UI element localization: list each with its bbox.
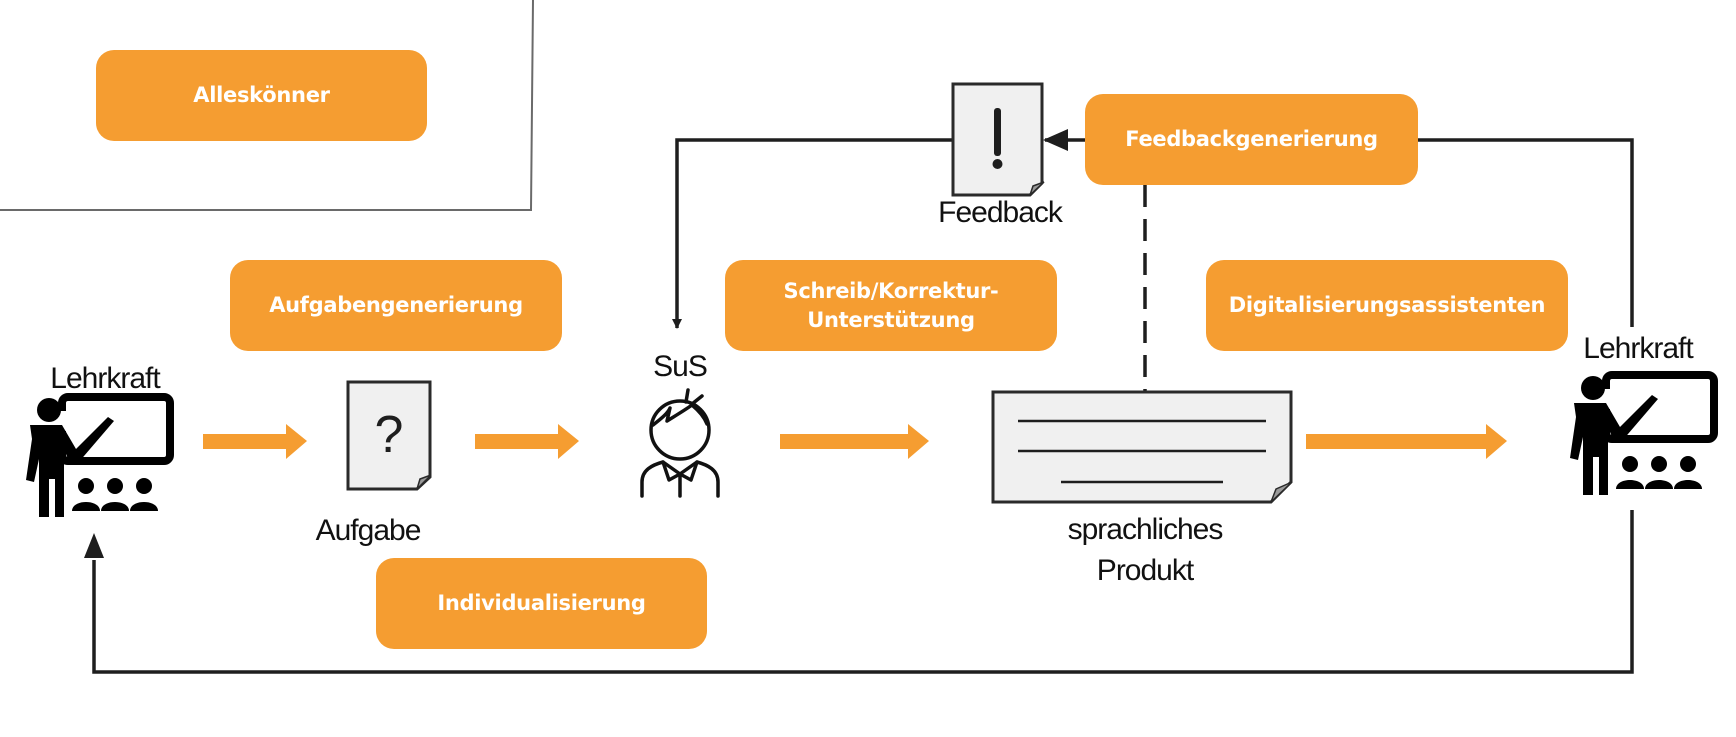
teacher-return-loop-line	[92, 510, 1634, 674]
feedbackgen-arrowhead	[1043, 129, 1068, 151]
teacher-at-board-icon	[1570, 371, 1718, 495]
student-label: SuS	[653, 350, 708, 383]
task-label: Aufgabe	[315, 514, 422, 547]
teacher-start-label: Lehrkraft	[50, 362, 160, 395]
digitization-box: Digitalisierungsassistenten	[1206, 260, 1568, 351]
product-label-line1: sprachliches	[1067, 513, 1224, 546]
feedback-generation-box: Feedbackgenerierung	[1085, 94, 1418, 185]
exclamation-document-icon	[951, 82, 1045, 197]
feedback-label: Feedback	[938, 196, 1063, 229]
return-loop-arrowhead	[84, 533, 104, 558]
writing-support-label-line2: Unterstützung	[807, 307, 975, 332]
teacher-at-board-icon	[26, 393, 174, 517]
teacher-end-label: Lehrkraft	[1583, 332, 1693, 365]
flow-arrow-task-to-student	[475, 424, 579, 459]
feedback-to-student-line	[672, 138, 953, 329]
feedback-generation-label: Feedbackgenerierung	[1125, 127, 1378, 152]
individualization-label: Individualisierung	[437, 591, 646, 616]
text-document-icon	[991, 390, 1293, 504]
svg-text:?: ?	[375, 406, 404, 464]
question-document-icon: ?	[346, 380, 432, 491]
product-label-line2: Produkt	[1096, 554, 1194, 587]
alleskoenner-label: Alleskönner	[193, 83, 330, 108]
writing-support-label-line1: Schreib/Korrektur-	[783, 279, 999, 304]
digitization-label: Digitalisierungsassistenten	[1228, 293, 1546, 318]
writing-support-box: Schreib/Korrektur- Unterstützung	[725, 260, 1057, 351]
alleskoenner-box: Alleskönner	[96, 50, 427, 141]
flow-arrow-product-to-teacher	[1306, 424, 1507, 459]
task-generation-box: Aufgabengenerierung	[230, 260, 562, 351]
task-generation-label: Aufgabengenerierung	[269, 293, 523, 318]
flow-arrow-teacher-to-task	[203, 424, 307, 459]
legend-frame	[0, 0, 534, 211]
teacher-to-feedbackgen-line	[1418, 138, 1634, 327]
flow-arrow-student-to-product	[780, 424, 929, 459]
student-icon	[640, 388, 720, 498]
individualization-box: Individualisierung	[376, 558, 707, 649]
